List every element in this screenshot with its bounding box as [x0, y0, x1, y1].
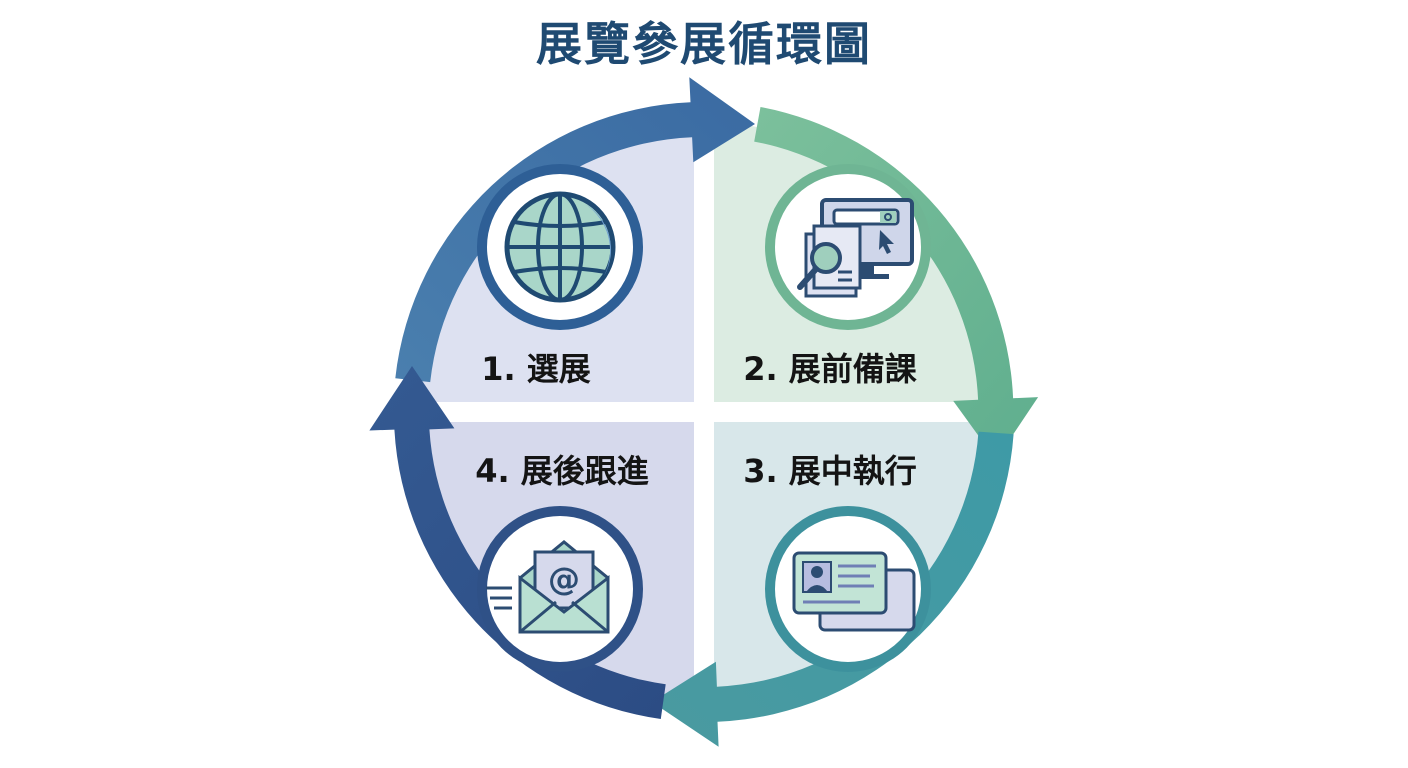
step-2-label: 2. 展前備課 — [743, 350, 917, 388]
step-3-label: 3. 展中執行 — [743, 452, 917, 490]
cycle-arrows — [369, 77, 1039, 747]
step-3-icon-badge — [765, 506, 931, 672]
globe-icon — [504, 191, 616, 303]
step-4-icon-badge: @ — [477, 506, 643, 672]
research-documents-icon — [797, 198, 914, 298]
arrow-top-right — [754, 107, 1039, 460]
step-2-icon-badge — [765, 164, 931, 330]
email-envelope-icon: @ — [486, 540, 610, 634]
step-4-label: 4. 展後跟進 — [475, 452, 649, 490]
diagram-title: 展覽參展循環圖 — [536, 17, 872, 71]
step-1-label: 1. 選展 — [481, 350, 591, 388]
arrow-top-left — [395, 77, 755, 383]
step-1-icon-badge — [477, 164, 643, 330]
business-card-icon — [792, 551, 916, 632]
arrow-bottom-right — [652, 431, 1014, 747]
svg-text:@: @ — [548, 560, 580, 598]
divider-horizontal — [414, 402, 994, 422]
